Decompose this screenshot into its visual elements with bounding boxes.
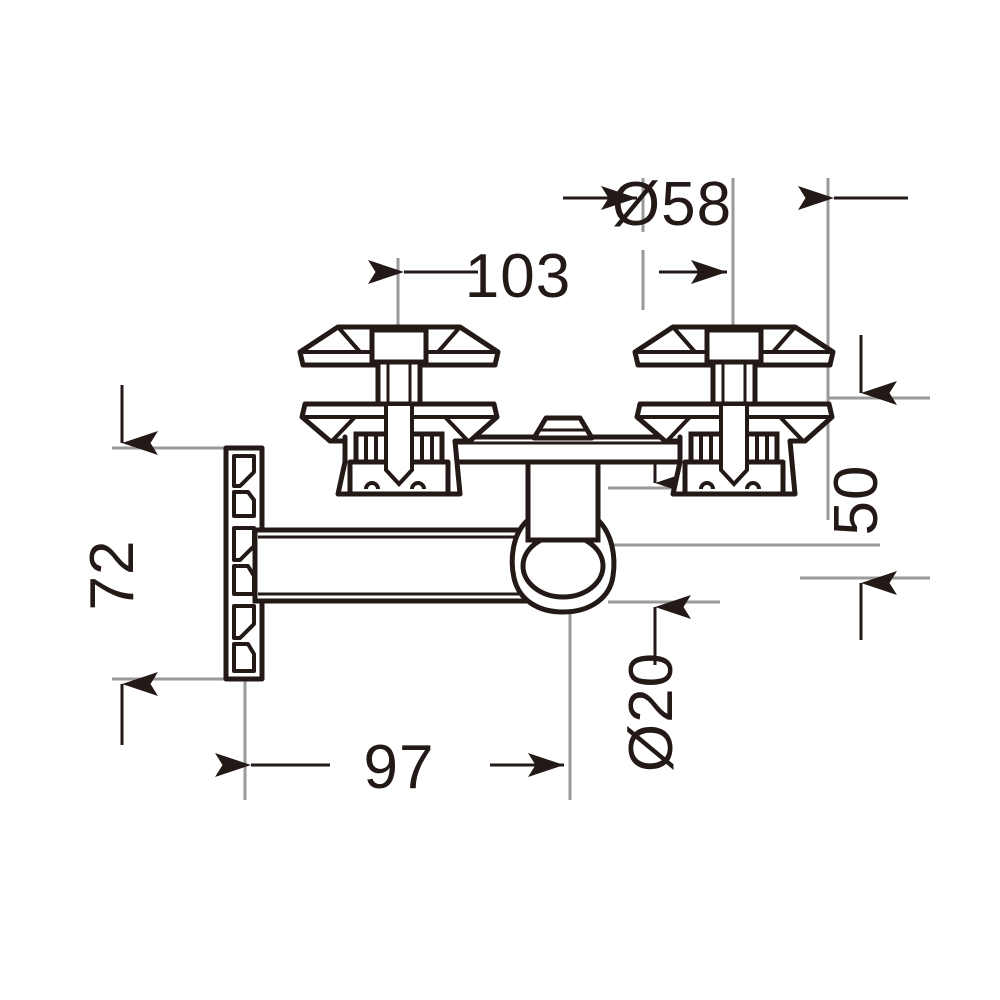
right-handle bbox=[632, 324, 836, 497]
right-handle-collar bbox=[704, 327, 764, 365]
centre-outlet-trapezoid bbox=[531, 415, 595, 441]
wall-plate-recess-top-b bbox=[232, 490, 256, 518]
left-handle-collar bbox=[369, 327, 429, 365]
left-valve-base-feet bbox=[364, 481, 426, 490]
wall-plate-recess-top-a bbox=[232, 454, 256, 488]
right-handle-stem-lines bbox=[721, 362, 747, 404]
swivel-joint bbox=[509, 517, 617, 615]
right-base-foot-a bbox=[699, 481, 715, 490]
left-handle-stem-lines bbox=[386, 362, 412, 404]
dimension-labels: Ø58 103 72 50 Ø20 97 bbox=[78, 170, 891, 802]
left-flange-chamfer-l bbox=[330, 415, 357, 443]
left-base-foot-a bbox=[364, 481, 380, 490]
swivel-joint-bore bbox=[520, 532, 606, 600]
dimension-label-dia20: Ø20 bbox=[617, 652, 686, 772]
dimension-arrows bbox=[120, 186, 908, 777]
centre-riser-body bbox=[525, 457, 601, 543]
right-base-foot-b bbox=[745, 481, 761, 490]
dimension-label-103: 103 bbox=[465, 242, 571, 311]
left-flange-chamfer-r bbox=[443, 415, 470, 443]
right-spindle-shape bbox=[719, 402, 749, 487]
left-spindle bbox=[384, 402, 414, 487]
left-handle-stem bbox=[375, 359, 423, 407]
centre-outlet-boss bbox=[531, 415, 595, 441]
left-stem-box bbox=[375, 359, 423, 407]
right-collar-box bbox=[704, 327, 764, 365]
left-collar-box bbox=[369, 327, 429, 365]
wall-plate-recess-bot-b bbox=[232, 642, 256, 673]
left-handle bbox=[297, 324, 501, 497]
dimension-label-97: 97 bbox=[364, 733, 435, 802]
right-cap-chamfer-r bbox=[771, 325, 797, 354]
dimension-label-50: 50 bbox=[822, 465, 891, 536]
centre-riser bbox=[525, 457, 601, 543]
right-flange-chamfer-r bbox=[778, 415, 805, 443]
right-valve-base-feet bbox=[699, 481, 761, 490]
left-spindle-shape bbox=[384, 402, 414, 487]
dimension-label-72: 72 bbox=[78, 540, 147, 611]
left-cap-chamfer-r bbox=[436, 325, 462, 354]
spout-arm-edges bbox=[258, 535, 540, 596]
wall-plate-recess-bot-a bbox=[232, 604, 256, 640]
wall-plate-recess-mid-a bbox=[232, 526, 256, 562]
right-handle-stem bbox=[710, 359, 758, 407]
right-spindle bbox=[719, 402, 749, 487]
right-stem-box bbox=[710, 359, 758, 407]
spout-arm-outline bbox=[252, 527, 548, 604]
right-flange-chamfer-l bbox=[665, 415, 692, 443]
spout-arm bbox=[252, 527, 548, 604]
left-cap-chamfer-l bbox=[336, 325, 362, 354]
left-base-foot-b bbox=[410, 481, 426, 490]
right-cap-chamfer-l bbox=[671, 325, 697, 354]
dimension-label-dia58: Ø58 bbox=[612, 170, 732, 239]
